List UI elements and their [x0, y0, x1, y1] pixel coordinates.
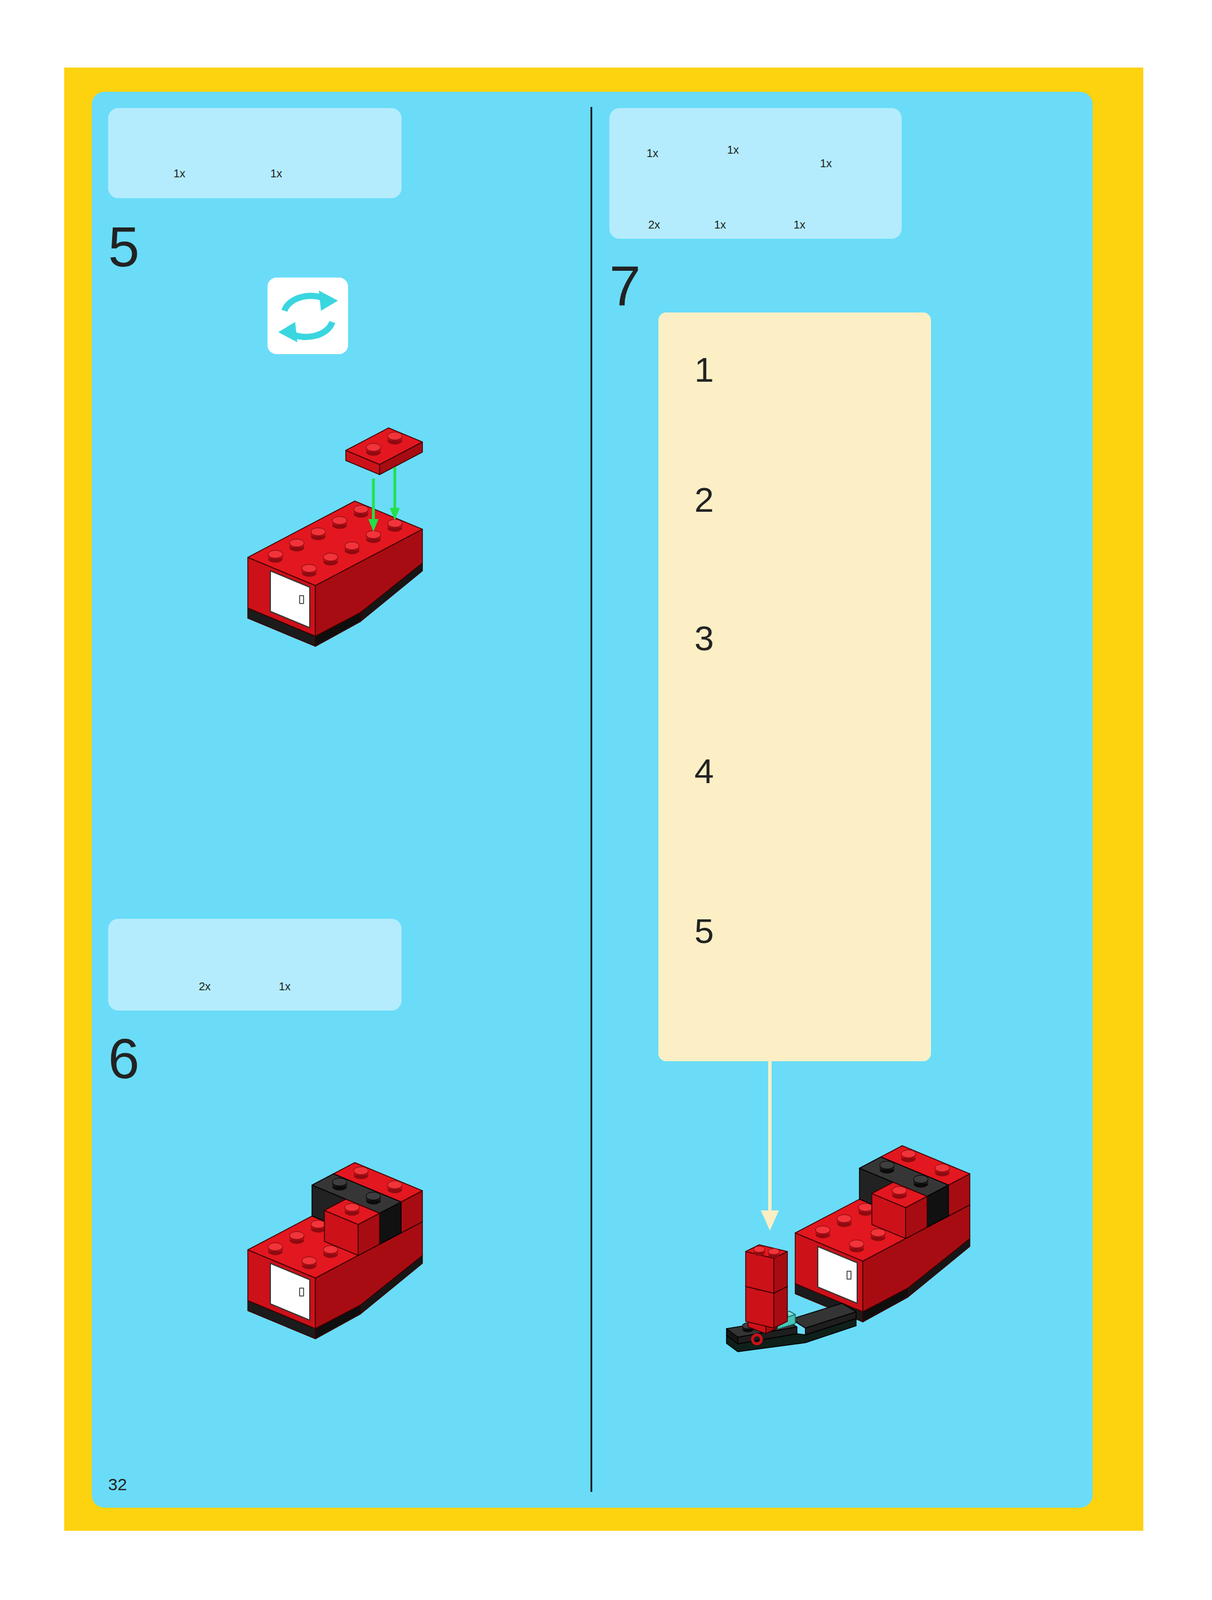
rotate-icon	[267, 277, 349, 355]
text-slot: 2	[694, 482, 714, 518]
page-number: 32	[108, 1476, 127, 1494]
attach-arrow	[768, 1061, 772, 1212]
text-slot: 1	[694, 352, 714, 388]
part-count: 2x	[648, 219, 661, 231]
parts-callout: 2x 1x	[108, 919, 402, 1011]
text-slot: 1x	[714, 219, 726, 231]
part-count: 1x	[173, 167, 186, 180]
text-slot: 2x	[648, 219, 661, 231]
part-count: 1x	[714, 219, 726, 231]
text-slot: 1x	[793, 219, 806, 231]
step-number: 6	[108, 1030, 140, 1087]
step-number: 7	[609, 257, 641, 315]
text-slot: 1x	[646, 147, 659, 160]
text-slot: 6	[108, 1030, 140, 1087]
instruction-art	[312, 1163, 423, 1256]
substep-number: 4	[694, 754, 714, 790]
instruction-art	[859, 1146, 970, 1240]
substep-number: 1	[694, 352, 714, 388]
placement-arrow	[389, 508, 400, 521]
substep-panel: 1 2 3 4 5	[658, 312, 931, 1062]
page-frame	[64, 67, 1144, 1532]
attach-arrow	[760, 1210, 779, 1232]
part-count: 1x	[270, 167, 283, 180]
parts-callout: 1x 1x 1x 2x 1x 1x	[609, 108, 902, 239]
attach-arrow	[760, 1061, 779, 1232]
part-count: 1x	[646, 147, 659, 159]
instruction-art	[247, 501, 423, 647]
text-slot: 3	[694, 621, 714, 657]
divider-line	[590, 107, 593, 1493]
substep-number: 3	[694, 621, 714, 657]
text-slot: 1x	[173, 167, 186, 180]
part-count: 1x	[278, 981, 291, 993]
step-number: 5	[108, 218, 140, 275]
text-slot: 1x	[278, 981, 291, 993]
text-slot: 1x	[820, 157, 832, 170]
text-slot: 4	[694, 754, 714, 790]
text-slot: 2x	[198, 981, 211, 993]
placement-arrow	[393, 467, 397, 510]
substep-number: 5	[694, 914, 714, 949]
placement-arrow	[368, 519, 379, 532]
rotate-icon	[318, 290, 338, 311]
head-assembly	[726, 1245, 857, 1353]
text-slot: 1x	[727, 144, 739, 157]
substep-number: 2	[694, 482, 714, 518]
parts-callout: 1x 1x	[108, 108, 402, 199]
head-assembly	[745, 1245, 788, 1294]
part-count: 2x	[198, 981, 211, 993]
part-count: 1x	[727, 144, 739, 156]
part-count: 1x	[820, 157, 832, 169]
rotate-icon	[278, 322, 298, 343]
placement-arrow	[368, 467, 400, 532]
text-slot: 5	[108, 218, 140, 275]
text-slot: 32	[108, 1476, 127, 1494]
text-slot: 7	[609, 257, 641, 315]
instruction-art	[345, 428, 423, 475]
rotate-icon	[267, 277, 349, 355]
part-count: 1x	[793, 219, 806, 231]
text-slot: 5	[694, 914, 714, 949]
placement-arrow	[372, 478, 376, 521]
page-panel	[91, 91, 1093, 1509]
text-slot: 1x	[270, 167, 283, 180]
